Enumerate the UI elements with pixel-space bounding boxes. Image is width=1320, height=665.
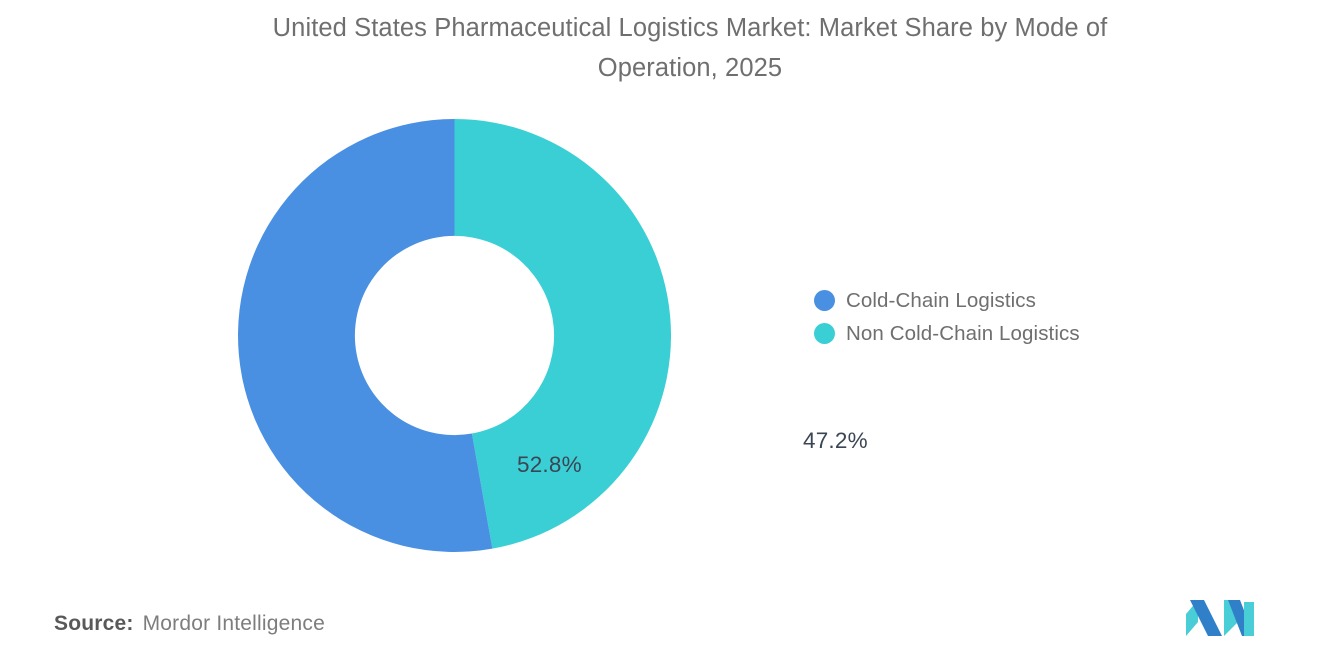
legend-color-swatch-icon <box>814 290 835 311</box>
legend-item-label: Non Cold-Chain Logistics <box>846 321 1080 345</box>
pie-slice-non-cold-chain-logistics[interactable] <box>454 119 672 549</box>
legend-item-label: Cold-Chain Logistics <box>846 288 1037 312</box>
donut-chart-svg <box>238 119 671 552</box>
legend-color-swatch-icon <box>814 323 835 344</box>
chart-legend: Cold-Chain Logistics Non Cold-Chain Logi… <box>814 284 1080 350</box>
chart-title: United States Pharmaceutical Logistics M… <box>272 14 1108 82</box>
legend-item-non-cold-chain-logistics[interactable]: Non Cold-Chain Logistics <box>814 317 1080 350</box>
source-label: Source: <box>54 612 134 635</box>
source-attribution: Source: Mordor Intelligence <box>54 612 325 636</box>
donut-chart: 52.8% 47.2% <box>238 119 868 552</box>
pie-slice-cold-chain-logistics[interactable] <box>238 119 493 552</box>
legend-item-cold-chain-logistics[interactable]: Cold-Chain Logistics <box>814 284 1080 317</box>
logo-svg <box>1186 600 1254 636</box>
pie-slice-label-cold-chain-logistics: 52.8% <box>517 452 582 477</box>
source-value: Mordor Intelligence <box>142 612 325 635</box>
pie-slice-label-non-cold-chain-logistics: 47.2% <box>803 428 868 453</box>
mordor-intelligence-logo-icon <box>1184 598 1254 638</box>
